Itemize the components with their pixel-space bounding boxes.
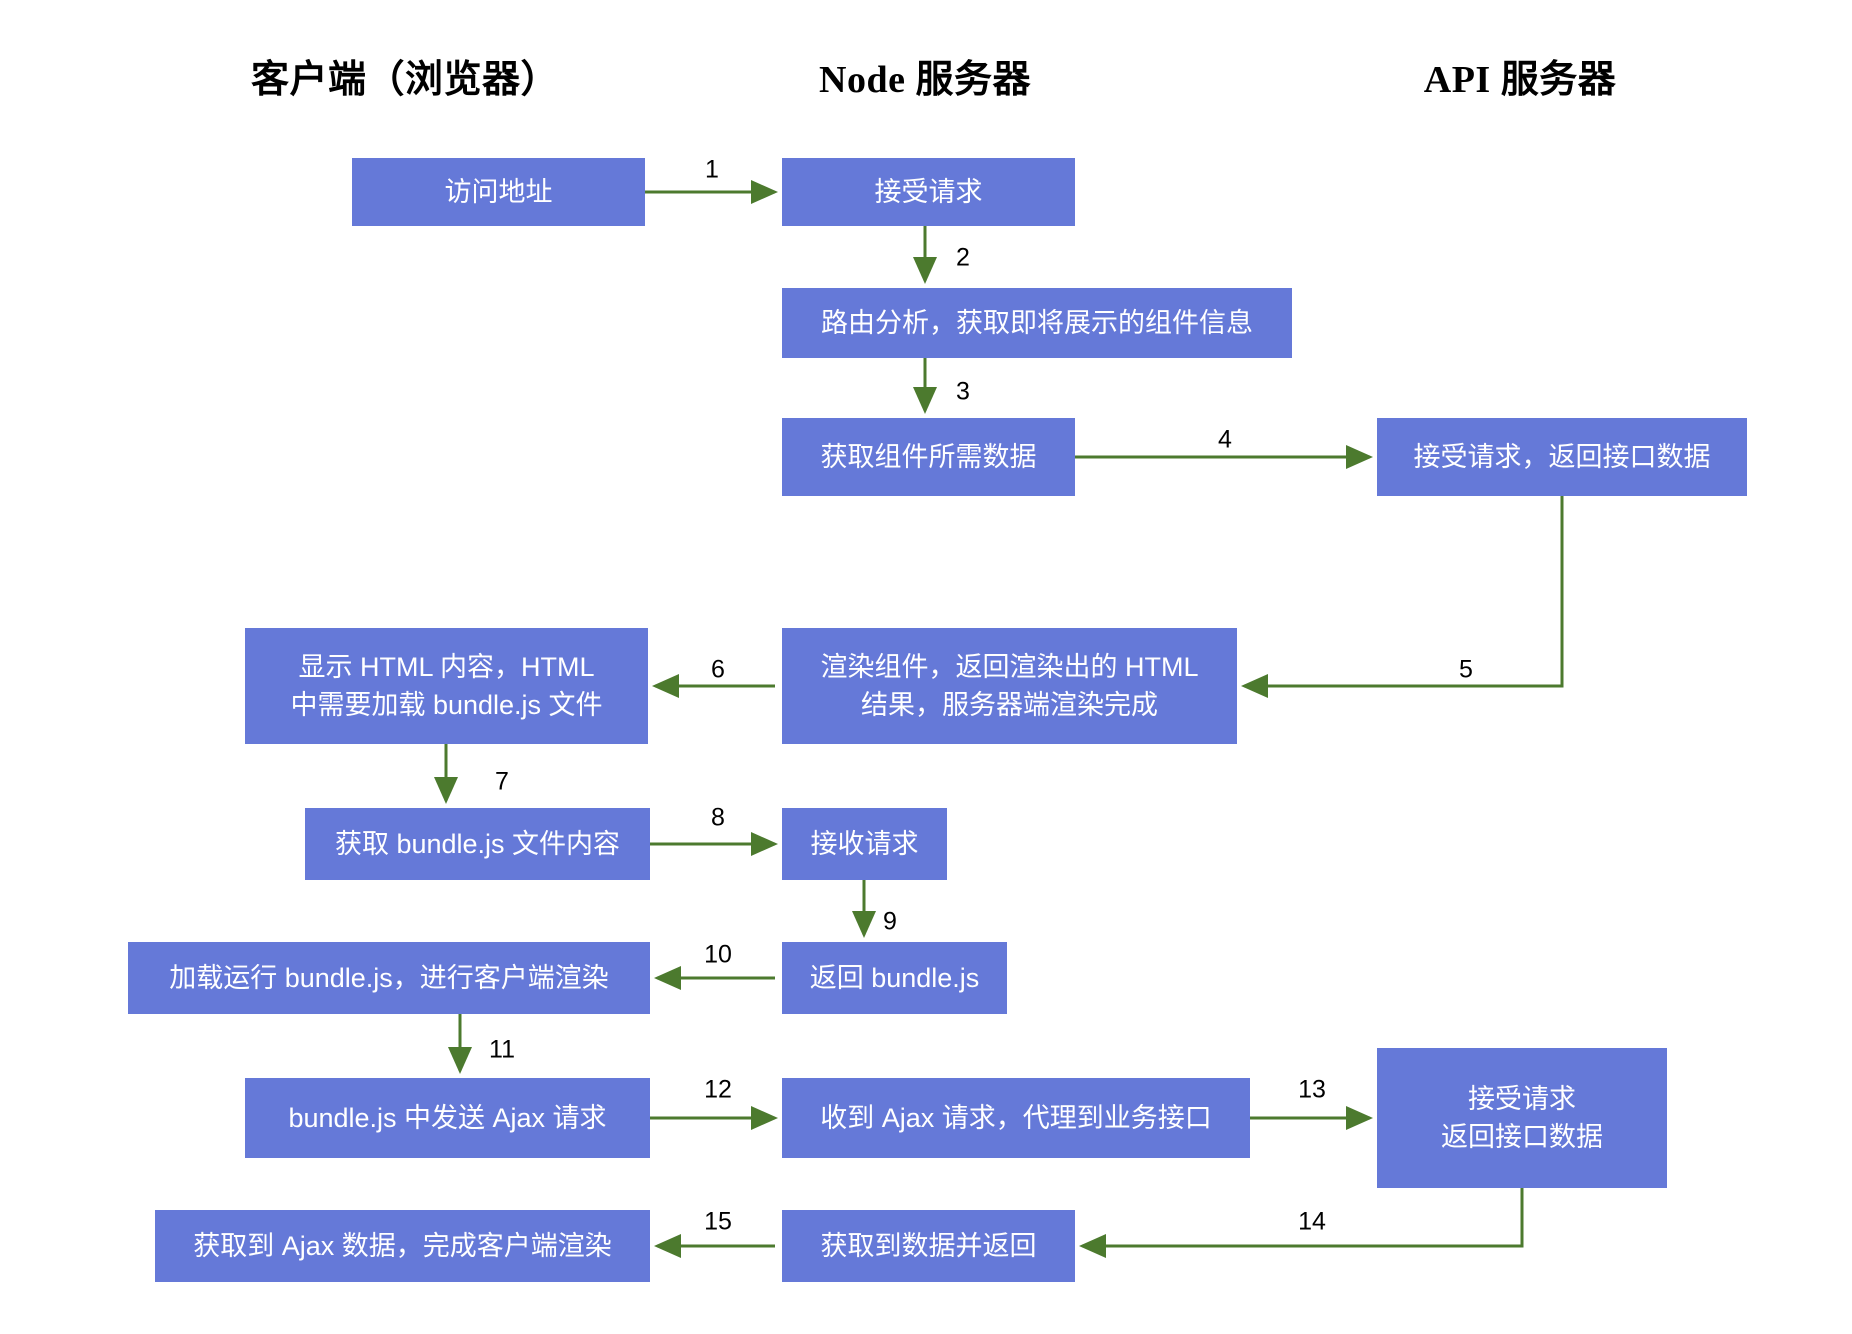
edge-label-12: 12 [704,1075,732,1104]
edge-label-13: 13 [1298,1075,1326,1104]
edge-label-1: 1 [705,155,719,184]
process-node-n10[interactable]: 加载运行 bundle.js，进行客户端渲染 [128,942,650,1014]
process-node-n8[interactable]: 获取 bundle.js 文件内容 [305,808,650,880]
lane-title-client: 客户端（浏览器） [250,59,560,101]
edge-label-8: 8 [711,803,725,832]
edge-label-4: 4 [1218,425,1232,454]
edge-label-2: 2 [956,243,970,272]
arrow-e5 [1241,496,1564,698]
edge-label-3: 3 [956,377,970,406]
edge-label-10: 10 [704,940,732,969]
process-node-n16[interactable]: 获取到数据并返回 [782,1210,1075,1282]
process-node-n12[interactable]: bundle.js 中发送 Ajax 请求 [245,1078,650,1158]
process-node-n2[interactable]: 接受请求 [782,158,1075,226]
process-node-n11[interactable]: 返回 bundle.js [782,942,1007,1014]
edge-label-15: 15 [704,1207,732,1236]
edge-label-14: 14 [1298,1207,1326,1236]
process-node-n7[interactable]: 渲染组件，返回渲染出的 HTML 结果，服务器端渲染完成 [782,628,1237,744]
process-node-n4[interactable]: 获取组件所需数据 [782,418,1075,496]
edge-label-6: 6 [711,655,725,684]
edge-label-9: 9 [883,907,897,936]
process-node-n5[interactable]: 接受请求，返回接口数据 [1377,418,1747,496]
process-node-n6[interactable]: 显示 HTML 内容，HTML 中需要加载 bundle.js 文件 [245,628,648,744]
edge-label-11: 11 [489,1035,515,1064]
process-node-n13[interactable]: 收到 Ajax 请求，代理到业务接口 [782,1078,1250,1158]
process-node-n1[interactable]: 访问地址 [352,158,645,226]
process-node-n14[interactable]: 接受请求 返回接口数据 [1377,1048,1667,1188]
process-node-n9[interactable]: 接收请求 [782,808,947,880]
process-node-n3[interactable]: 路由分析，获取即将展示的组件信息 [782,288,1292,358]
edge-label-5: 5 [1459,655,1473,684]
lane-title-node: Node 服务器 [819,59,1031,101]
lane-title-api: API 服务器 [1423,59,1617,101]
process-node-n15[interactable]: 获取到 Ajax 数据，完成客户端渲染 [155,1210,650,1282]
edge-label-7: 7 [495,767,509,796]
